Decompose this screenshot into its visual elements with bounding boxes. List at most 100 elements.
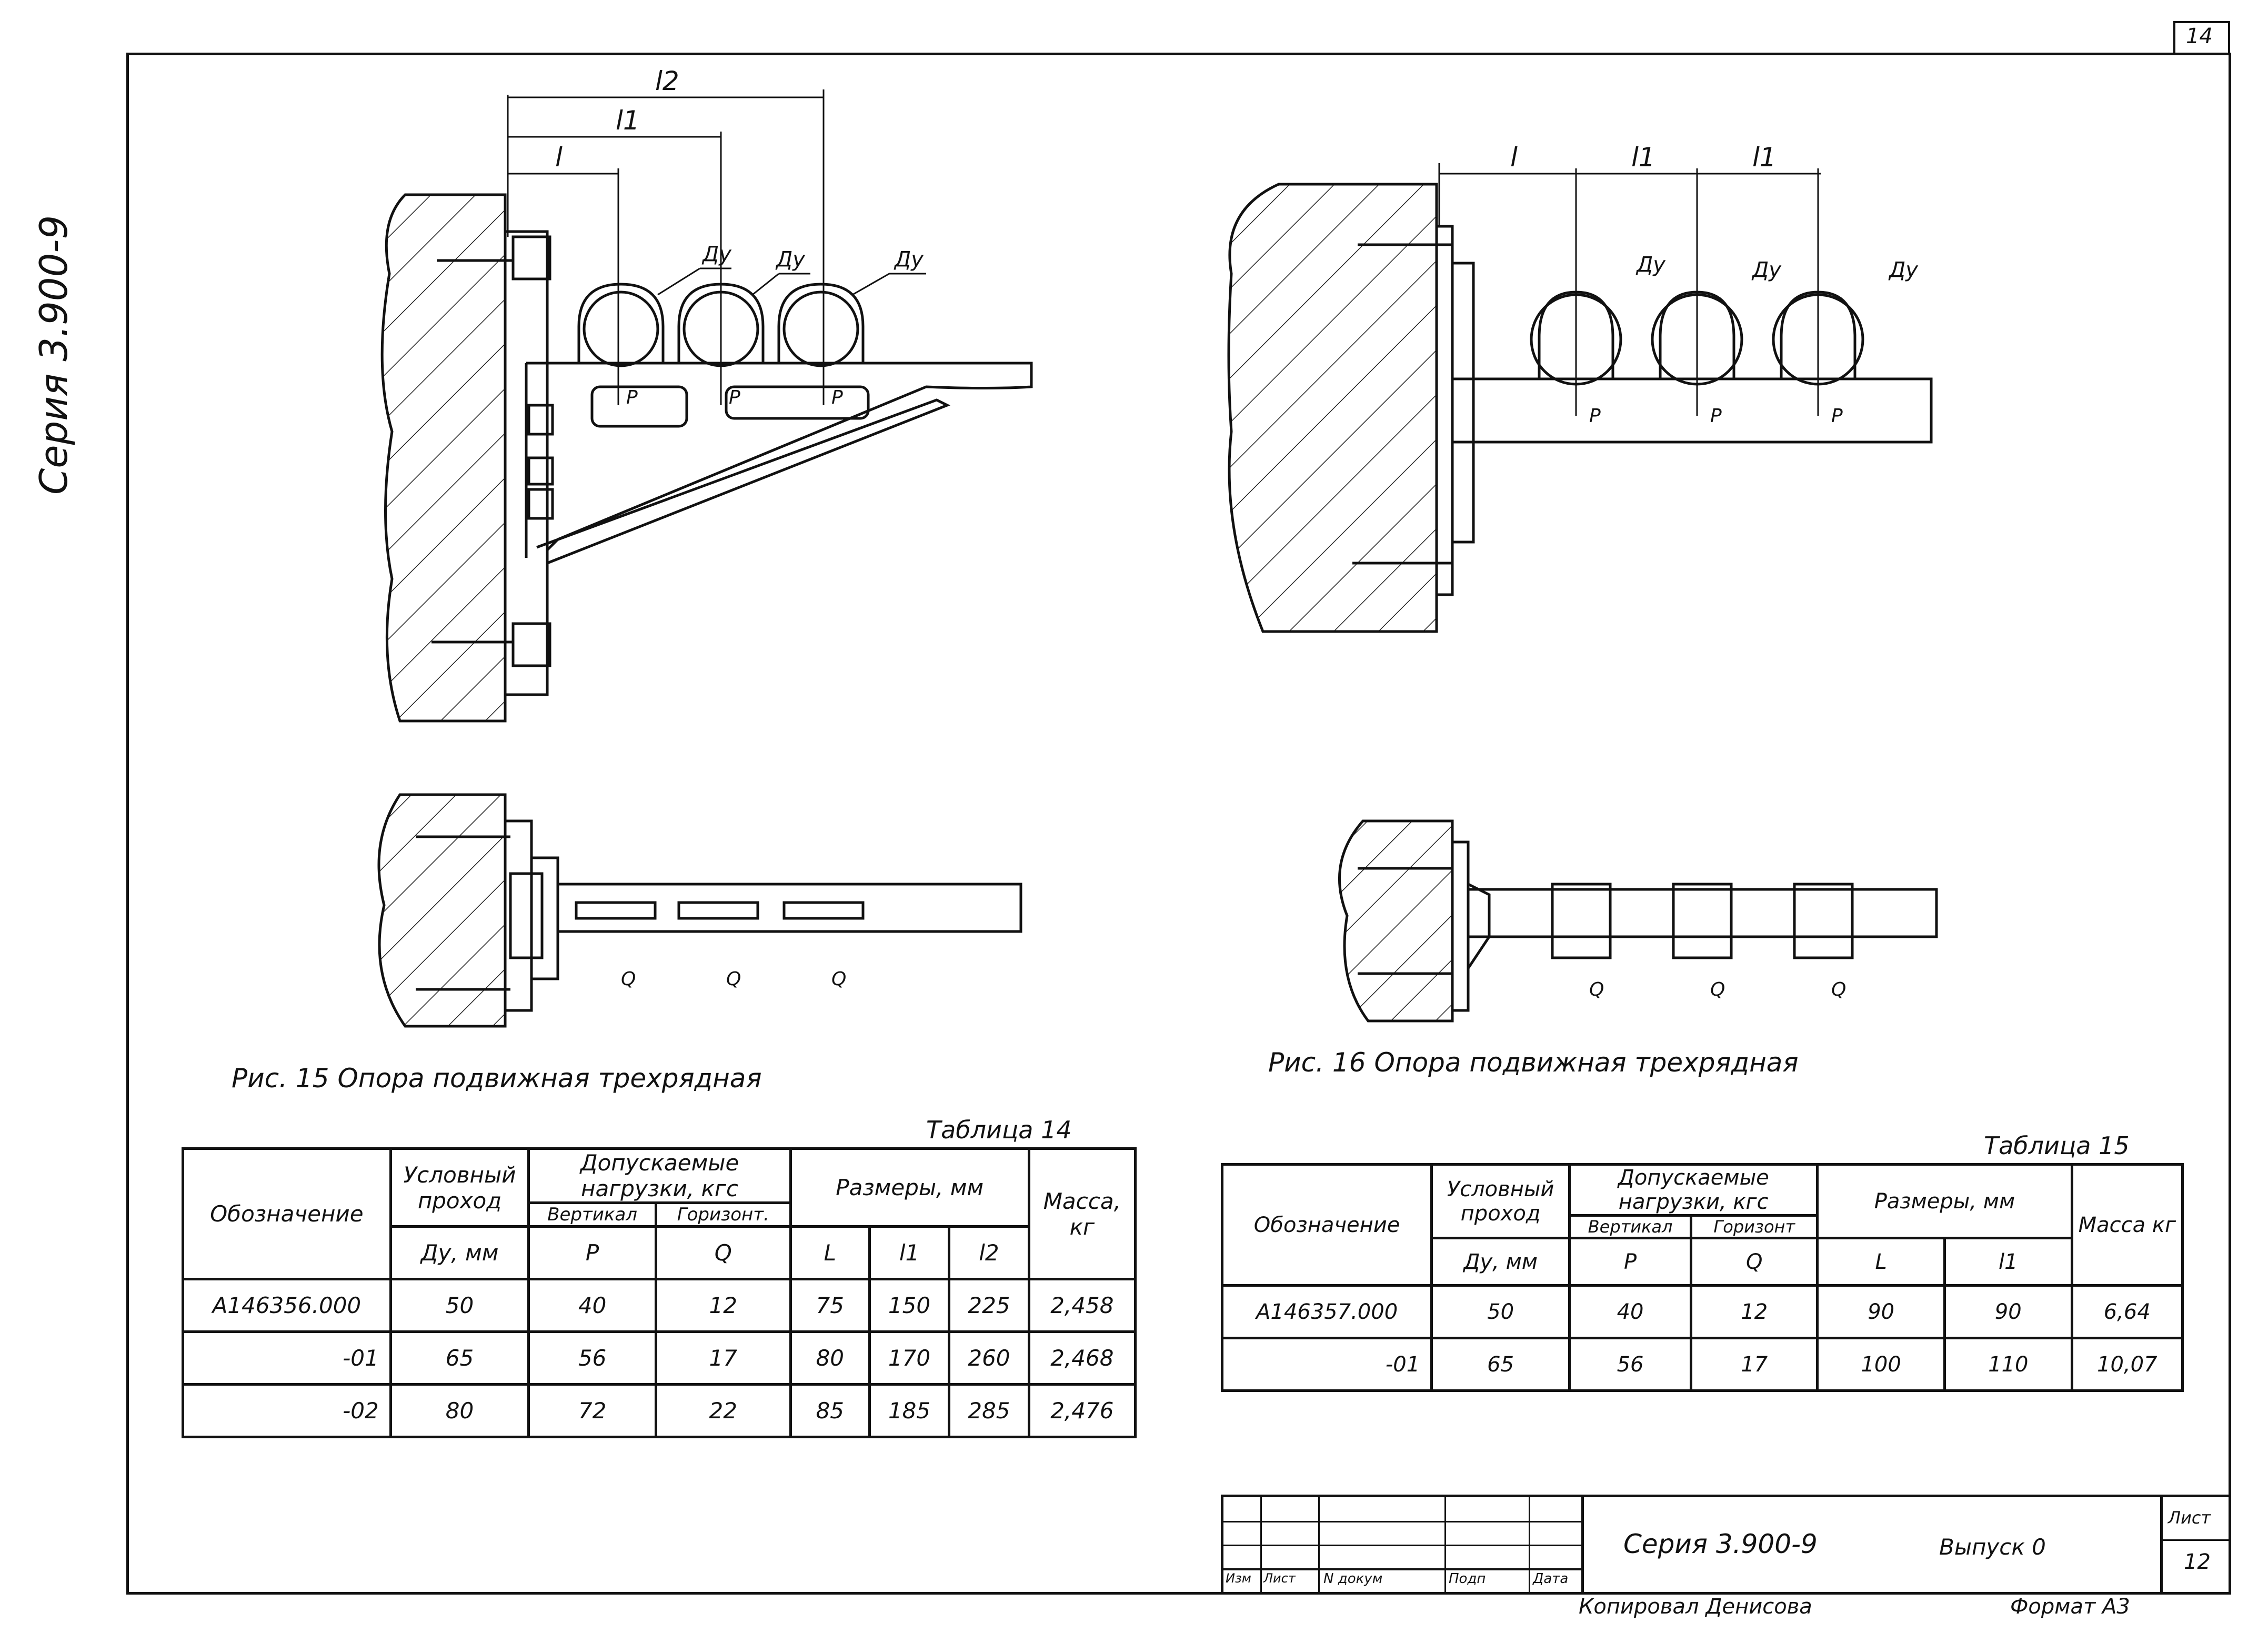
cell-q: 12 [654,1278,792,1333]
cell-l2: 260 [948,1330,1030,1386]
t14-h-l1: l1 [868,1225,951,1280]
fig16-load-p-2: P [1710,405,1722,427]
fig15-plan-wall [377,793,507,1028]
cell-p: 40 [1568,1284,1693,1339]
t15-h-l1: l1 [1943,1237,2073,1287]
table-row: -01 65 56 17 100 110 10,07 [1220,1337,2184,1392]
table14: Обозначение Условный проход Допускаемые … [182,1147,1137,1438]
stamp-list: Лист [1263,1571,1296,1586]
fig16-pipe-label-1: Ду [1637,253,1665,277]
fig15-pipe-label-1: Ду [703,242,731,266]
fig15-plan [377,793,1022,1028]
stamp-list-value: 12 [2184,1550,2211,1574]
fig16-dim-l1b: l1 [1752,142,1777,173]
t15-h-mass: Масса кг [2070,1163,2184,1287]
cell-l1: 110 [1943,1337,2073,1392]
fig15-wall-plate [504,230,549,696]
fig15-load-q-2: Q [726,968,741,990]
cell-l1: 90 [1943,1284,2073,1339]
fig15-caption: Рис. 15 Опора подвижная трехрядная [232,1063,762,1094]
cell-L: 90 [1816,1284,1946,1339]
cell-q: 12 [1690,1284,1819,1339]
fig15-pipe-label-3: Ду [895,247,924,272]
fig15-load-q-1: Q [621,968,636,990]
cell-mass: 10,07 [2070,1337,2184,1392]
t15-h-dims: Размеры, мм [1816,1163,2073,1239]
cell-L: 75 [789,1278,871,1333]
fig15-pipe-label-2: Ду [776,247,805,272]
table-row: А146356.000 50 40 12 75 150 225 2,458 [182,1278,1137,1333]
stamp-issue: Выпуск 0 [1939,1534,2046,1560]
cell-l1: 170 [868,1330,951,1386]
table14-title: Таблица 14 [926,1116,1072,1144]
t15-h-bore: Условный проход [1430,1163,1571,1239]
cell-designation: А146357.000 [1220,1284,1433,1339]
t14-h-l2: l2 [948,1225,1030,1280]
stamp-data: Дата [1533,1571,1569,1587]
fig16-pipe-label-3: Ду [1889,258,1918,282]
fig16-plan-wall [1338,819,1454,1023]
fig16-load-p-3: P [1831,405,1843,427]
fig15-elevation [380,89,1033,723]
cell-mass: 2,468 [1027,1330,1137,1386]
stamp-ndoc: N докум [1323,1571,1383,1587]
table-row: А146357.000 50 40 12 90 90 6,64 [1220,1284,2184,1339]
fig15-load-p-2: P [729,387,740,408]
stamp-sheet-cell: Лист 12 [2160,1497,2231,1592]
cell-p: 56 [527,1330,657,1386]
table-row: -01 65 56 17 80 170 260 2,468 [182,1330,1137,1386]
t15-h-p: P [1568,1237,1693,1287]
fig16-wall [1227,183,1438,633]
table15-title: Таблица 15 [1984,1131,2130,1160]
cell-l2: 285 [948,1383,1030,1438]
t14-h-bore-unit: Ду, мм [389,1225,530,1280]
stamp-podp: Подп [1449,1571,1486,1587]
fig16-plan [1338,819,1938,1023]
t14-h-designation: Обозначение [182,1147,392,1280]
cell-mass: 6,64 [2070,1284,2184,1339]
cell-dy: 50 [1430,1284,1571,1339]
cell-dy: 80 [389,1383,530,1438]
table-row: -02 80 72 22 85 185 285 2,476 [182,1383,1137,1438]
fig16-pipe-label-2: Ду [1752,258,1781,282]
t14-h-p: P [527,1225,657,1280]
fig16-load-q-1: Q [1589,979,1604,1000]
cell-mass: 2,458 [1027,1278,1137,1333]
fig15-load-p-3: P [831,387,843,408]
cell-L: 80 [789,1330,871,1386]
fig16-dim-l1a: l1 [1631,142,1655,173]
t15-h-designation: Обозначение [1220,1163,1433,1287]
t14-h-horiz: Горизонт. [654,1201,792,1228]
t15-h-bore-unit: Ду, мм [1430,1237,1571,1287]
cell-L: 100 [1816,1337,1946,1392]
title-block: Изм Лист N докум Подп Дата Серия 3.900-9… [1221,1495,2231,1592]
cell-mass: 2,476 [1027,1383,1137,1438]
t15-h-q: Q [1690,1237,1819,1287]
revision-grid: Изм Лист N докум Подп Дата [1223,1497,1584,1592]
t15-h-vert: Вертикал [1568,1214,1693,1239]
t15-h-horiz: Горизонт [1690,1214,1819,1239]
t14-h-q: Q [654,1225,792,1280]
t14-h-dims: Размеры, мм [789,1147,1030,1228]
cell-dy: 50 [389,1278,530,1333]
fig15-bracket [526,362,1033,551]
copied-by: Копировал Денисова [1579,1595,1812,1619]
cell-p: 56 [1568,1337,1693,1392]
format-label: Формат А3 [2010,1595,2130,1619]
sheet-number: 14 [2186,24,2213,48]
cell-q: 17 [1690,1337,1819,1392]
fig16-load-p-1: P [1589,405,1601,427]
cell-designation: А146356.000 [182,1278,392,1333]
cell-p: 72 [527,1383,657,1438]
fig16-dim-l: l [1510,142,1518,173]
fig15-dim-l2: l2 [655,66,679,96]
fig15-load-p-1: P [626,387,638,408]
stamp-list-label: Лист [2168,1508,2211,1528]
sheet-frame [126,53,2231,1595]
cell-L: 85 [789,1383,871,1438]
cell-dy: 65 [389,1330,530,1386]
fig15-dim-l1: l1 [616,105,640,136]
fig16-load-q-3: Q [1831,979,1846,1000]
fig16-elevation [1227,163,1933,633]
